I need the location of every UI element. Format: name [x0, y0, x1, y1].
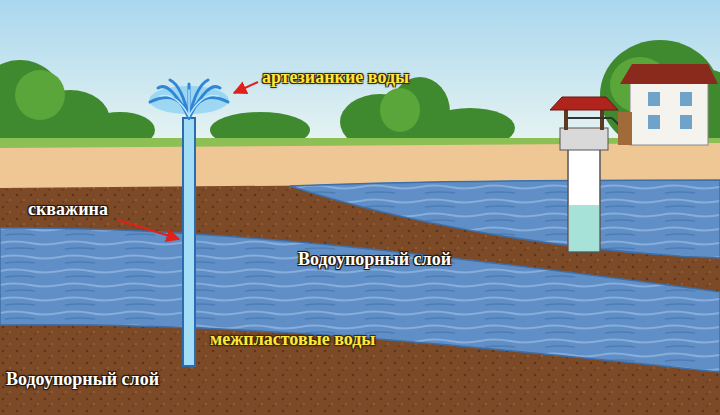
water-label: межпластовые воды — [210, 330, 375, 350]
sky — [0, 0, 720, 160]
water-label: артезианкие воды — [262, 68, 409, 88]
trees — [0, 40, 720, 150]
aquitard-soil — [0, 180, 720, 415]
confined-aquifer — [0, 228, 720, 372]
leader-arrow — [234, 82, 258, 93]
layer-label: Водоупорный слой — [298, 250, 451, 270]
upper-aquifer — [290, 180, 720, 258]
layer-label: Водоупорный слой — [6, 370, 159, 390]
artesian-well — [149, 80, 229, 366]
well-label: скважина — [28, 200, 108, 220]
leader-arrow — [118, 220, 179, 239]
trees-light — [15, 57, 670, 132]
dug-well — [550, 97, 622, 252]
house — [618, 64, 718, 145]
